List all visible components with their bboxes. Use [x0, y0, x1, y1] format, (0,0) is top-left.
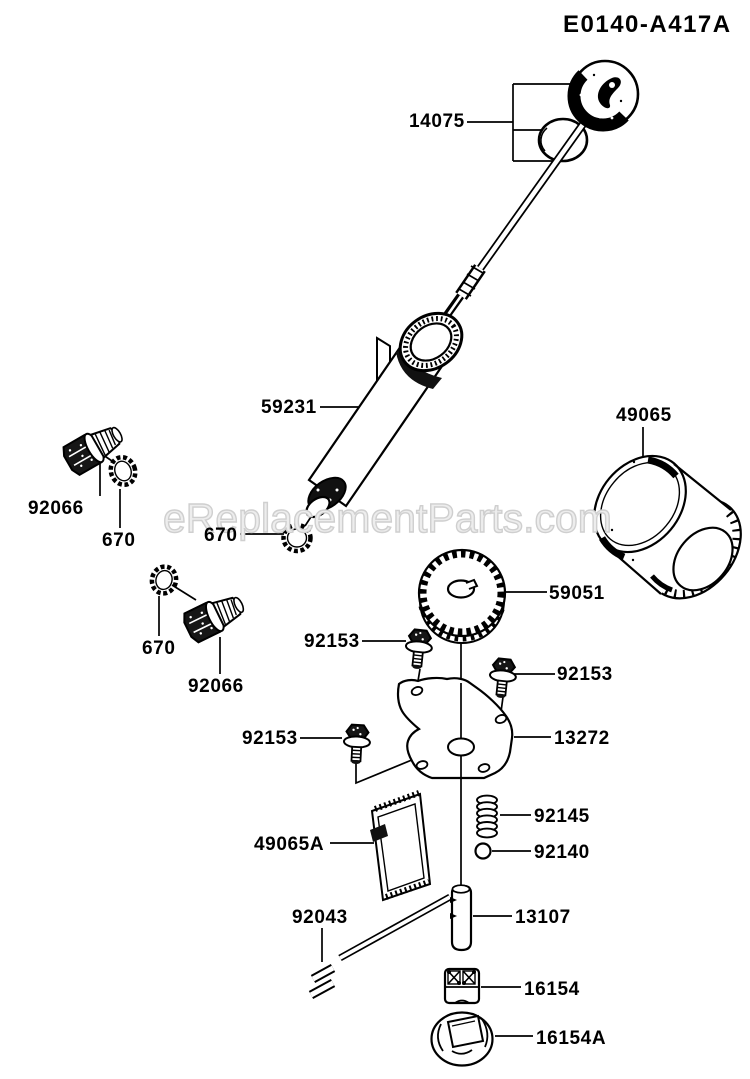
part-label-92145: 92145 — [534, 806, 590, 827]
part-label-92140: 92140 — [534, 842, 590, 863]
governor-gear-part — [417, 548, 507, 644]
part-label-16154: 16154 — [524, 979, 580, 1000]
oring-parts — [108, 454, 313, 596]
part-label-59231: 59231 — [261, 397, 317, 418]
part-label-92153-left: 92153 — [242, 728, 298, 749]
watermark: eReplacementParts.com — [162, 495, 612, 541]
part-label-670-upper: 670 — [102, 530, 136, 551]
part-label-16154A: 16154A — [536, 1028, 607, 1049]
dipstick-cap-assembly-part — [443, 59, 640, 318]
part-label-92043: 92043 — [292, 907, 348, 928]
oil-filter-part — [593, 454, 742, 600]
part-label-92153-right: 92153 — [557, 664, 613, 685]
oil-fill-tube-part — [305, 311, 464, 519]
part-label-59051: 59051 — [549, 583, 605, 604]
spring-part — [476, 794, 498, 839]
pin-part — [308, 893, 452, 999]
leader-lines — [95, 83, 644, 1037]
bolt-top-part — [402, 627, 435, 672]
diagram-code: E0140-A417A — [563, 11, 732, 38]
part-label-49065: 49065 — [616, 405, 672, 426]
bolt-left-part — [341, 723, 372, 766]
part-label-13272: 13272 — [554, 728, 610, 749]
oil-screen-part — [370, 790, 432, 902]
rotor-clamp-part — [443, 967, 481, 1005]
drain-plug-upper-part — [59, 418, 130, 478]
part-label-13107: 13107 — [515, 907, 571, 928]
part-label-92066-upper: 92066 — [28, 498, 84, 519]
part-label-670-lower: 670 — [142, 638, 176, 659]
part-label-49065A: 49065A — [254, 834, 325, 855]
ball-part — [474, 842, 492, 860]
part-label-670-tube: 670 — [204, 525, 238, 546]
part-label-92153-top: 92153 — [304, 631, 360, 652]
pipe-part — [450, 884, 473, 952]
bolt-right-part — [486, 656, 519, 701]
plate-part — [396, 676, 514, 780]
part-label-92066-lower: 92066 — [188, 676, 244, 697]
rotor-holder-part — [430, 1011, 494, 1067]
part-label-14075: 14075 — [409, 111, 465, 132]
